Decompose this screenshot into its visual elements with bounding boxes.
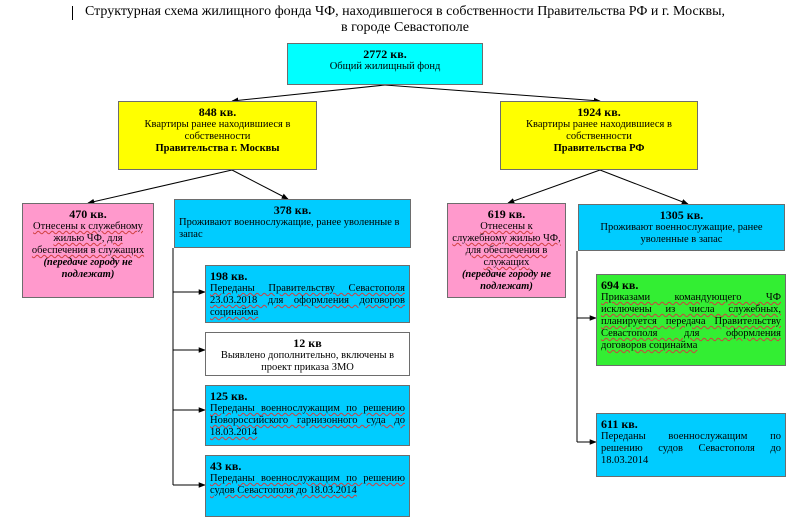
diagram-title: Структурная схема жилищного фонда ЧФ, на… [70, 4, 740, 36]
rf-node: 1924 кв. Квартиры ранее находившиеся в с… [500, 101, 698, 170]
moscow-43-node: 43 кв. Переданы военнослужащим по решени… [205, 455, 410, 517]
moscow-43-count: 43 кв. [210, 459, 242, 473]
arrow-moscow-to-military [231, 169, 289, 200]
moscow-12-count: 12 кв [293, 336, 322, 350]
root-count: 2772 кв. [363, 47, 407, 61]
moscow-125-text: Переданы военнослужащим по решению Новор… [210, 403, 405, 438]
moscow-125-count: 125 кв. [210, 389, 248, 403]
arrow-root-to-moscow [231, 84, 386, 104]
moscow-service-text: Отнесены к служебному жилью ЧФ, для обес… [31, 221, 145, 256]
moscow-military-node: 378 кв. Проживают военнослужащие, ранее … [174, 199, 411, 248]
arrow-rf-to-service [507, 169, 601, 204]
rf-service-text: Отнесены к служебному жилью ЧФ, для обес… [452, 221, 561, 268]
rf-694-node: 694 кв. Приказами командующего ЧФ исключ… [596, 274, 786, 366]
rf-military-node: 1305 кв. Проживают военнослужащие, ранее… [578, 204, 785, 251]
moscow-125-node: 125 кв. Переданы военнослужащим по решен… [205, 385, 410, 446]
moscow-military-count: 378 кв. [273, 203, 312, 217]
rf-611-node: 611 кв. Переданы военнослужащим по решен… [596, 413, 786, 477]
moscow-service-node: 470 кв. Отнесены к служебному жилью ЧФ, … [22, 203, 154, 298]
moscow-12-node: 12 кв Выявлено дополнительно, включены в… [205, 332, 410, 376]
rf-military-text: Проживают военнослужащие, ранее уволенны… [600, 222, 763, 245]
rf-text: Квартиры ранее находившиеся в собственно… [526, 119, 672, 142]
arrow-root-to-rf [384, 84, 601, 104]
rf-694-count: 694 кв. [601, 278, 639, 292]
rf-owner: Правительства РФ [553, 143, 645, 154]
moscow-43-text: Переданы военнослужащим по решению судов… [210, 473, 405, 496]
moscow-198-node: 198 кв. Переданы Правительству Севастопо… [205, 265, 410, 323]
rf-service-note: (передаче городу не подлежат) [461, 269, 552, 292]
arrow-rf-to-military [599, 169, 689, 205]
rf-611-text: Переданы военнослужащим по решению судов… [601, 431, 781, 466]
moscow-node: 848 кв. Квартиры ранее находившиеся в со… [118, 101, 317, 170]
moscow-military-text: Проживают военнослужащие, ранее уволенны… [179, 217, 400, 240]
rf-694-text: Приказами командующего ЧФ исключены из ч… [601, 292, 781, 351]
moscow-service-note: (передаче городу не подлежат) [43, 257, 133, 280]
moscow-count: 848 кв. [198, 105, 237, 119]
rf-count: 1924 кв. [577, 105, 621, 119]
text-cursor [72, 6, 73, 20]
rf-611-count: 611 кв. [601, 417, 638, 431]
moscow-198-text: Переданы Правительству Севастополя 23.03… [210, 283, 405, 318]
title-line-2: в городе Севастополе [341, 20, 469, 35]
moscow-service-count: 470 кв. [69, 207, 107, 221]
title-line-1: Структурная схема жилищного фонда ЧФ, на… [84, 4, 726, 19]
moscow-owner: Правительства г. Москвы [155, 143, 280, 154]
rf-service-count: 619 кв. [487, 207, 526, 221]
root-text: Общий жилищный фонд [329, 61, 441, 72]
moscow-198-count: 198 кв. [210, 269, 248, 283]
moscow-text: Квартиры ранее находившиеся в собственно… [144, 119, 291, 142]
moscow-12-text: Выявлено дополнительно, включены в проек… [220, 350, 395, 373]
arrow-moscow-to-service [87, 169, 233, 205]
root-node: 2772 кв. Общий жилищный фонд [287, 43, 483, 85]
rf-service-node: 619 кв. Отнесены к служебному жилью ЧФ, … [447, 203, 566, 298]
rf-military-count: 1305 кв. [659, 208, 704, 222]
